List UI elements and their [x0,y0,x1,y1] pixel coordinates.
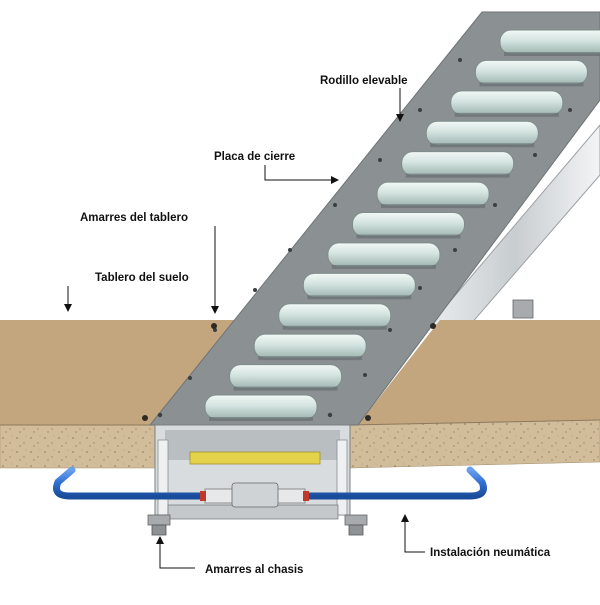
roller [352,212,465,239]
arrowheads [64,114,409,544]
pneumatic-tube [53,466,487,500]
roller [425,120,539,148]
chassis-tiedown-feet [147,299,534,536]
label-lifting-roller: Rodillo elevable [320,75,408,87]
roller [327,242,441,269]
roller [229,364,343,391]
board-tiedown-holes [142,323,436,421]
roller [401,151,515,178]
roller [204,394,318,421]
label-floor-board: Tablero del suelo [95,272,189,284]
label-pneumatic-installation: Instalación neumática [430,547,551,559]
roller [474,59,588,87]
plate-bolts [157,58,572,418]
pneumatic-fittings [200,482,309,508]
label-board-tiedowns: Amarres del tablero [80,212,188,224]
floor-board-top-left [0,320,240,425]
roller [450,90,564,117]
roller [253,333,367,361]
leader-lines [67,88,425,569]
floor-board-front-left [0,424,156,469]
roller [302,272,416,300]
label-closing-plate: Placa de cierre [214,151,295,163]
board-edge-line [349,419,600,426]
floor-board-front-right [349,419,600,469]
roller [376,181,490,209]
under-frame [154,424,351,520]
roller [278,303,392,330]
roller [499,29,600,56]
floor-board-top-right [358,320,600,425]
label-chassis-tiedowns: Amarres al chasis [205,564,303,576]
rollers-group [204,29,600,421]
